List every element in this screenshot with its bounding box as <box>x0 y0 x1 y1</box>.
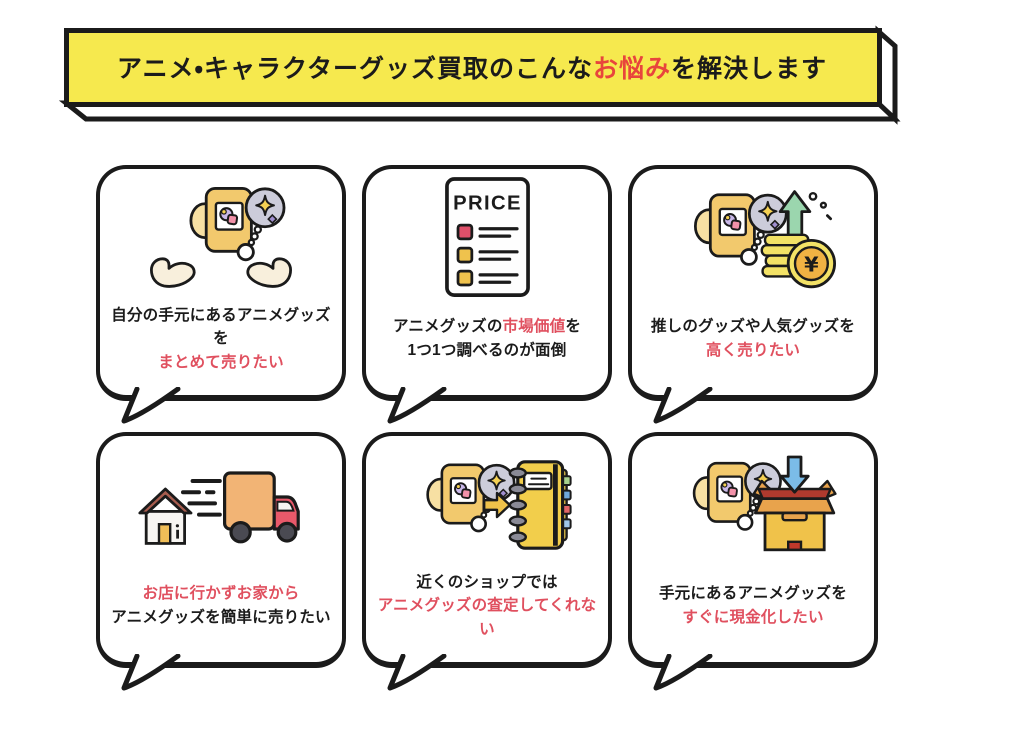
concern-card-no-appraisal: 近くのショップではアニメグッズの査定してくれない <box>362 432 612 668</box>
hands-holding-anime-goods-icon <box>100 169 342 295</box>
goods-to-notebook-icon <box>366 436 608 562</box>
concern-card-sell-in-bulk: 自分の手元にあるアニメグッズをまとめて売りたい <box>96 165 346 401</box>
speech-bubble-tail <box>120 387 182 425</box>
card-text: 推しのグッズや人気グッズを高く売りたい <box>650 318 856 359</box>
header-banner: アニメ・キャラクターグッズ買取のこんなお悩みを解決します <box>58 25 901 125</box>
speech-bubble-tail <box>652 387 714 425</box>
speech-bubble-tail <box>120 654 182 692</box>
yen-symbol: ¥ <box>804 253 819 277</box>
speech-bubble-tail <box>386 654 448 692</box>
speech-bubble-tail <box>386 387 448 425</box>
banner-title: アニメ・キャラクターグッズ買取のこんなお悩みを解決します <box>116 55 828 83</box>
page: { "colors":{ "banner_bg":"#F6E94E", "ban… <box>0 25 1024 729</box>
goods-coins-rising-yen-icon: ¥ <box>632 169 874 295</box>
concerns-grid: 自分の手元にあるアニメグッズをまとめて売りたい PRICE アニメグッズの市場価… <box>96 165 1024 668</box>
concern-card-cash-quickly: 手元にあるアニメグッズをすぐに現金化したい <box>628 432 878 668</box>
concern-card-sell-from-home: お店に行かずお家からアニメグッズを簡単に売りたい <box>96 432 346 668</box>
card-text: お店に行かずお家からアニメグッズを簡単に売りたい <box>111 585 331 626</box>
banner-3d-frame <box>58 25 901 125</box>
house-and-delivery-truck-icon <box>100 436 342 562</box>
card-text: 手元にあるアニメグッズをすぐに現金化したい <box>658 585 848 626</box>
goods-into-box-icon <box>632 436 874 562</box>
speech-bubble-tail <box>652 654 714 692</box>
card-text: 近くのショップではアニメグッズの査定してくれない <box>377 573 597 638</box>
price-list-icon: PRICE <box>366 169 608 297</box>
card-text: 自分の手元にあるアニメグッズをまとめて売りたい <box>111 306 331 371</box>
price-label: PRICE <box>453 192 522 214</box>
concern-card-sell-high: ¥ 推しのグッズや人気グッズを高く売りたい <box>628 165 878 401</box>
